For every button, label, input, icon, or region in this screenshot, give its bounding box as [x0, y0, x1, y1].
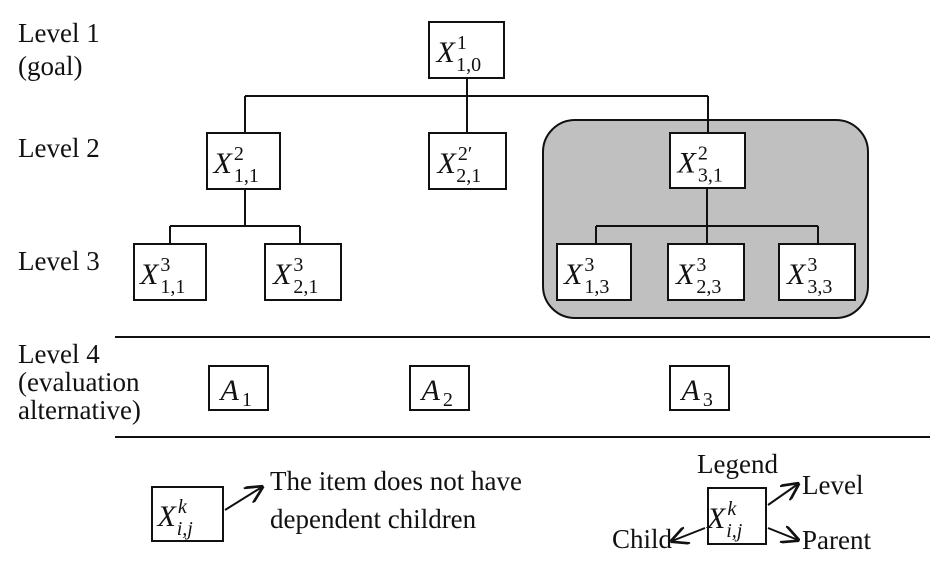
node-box	[133, 243, 207, 301]
arrow-icon	[672, 528, 706, 541]
arrow-icon	[767, 484, 798, 506]
legend-title: Legend	[697, 449, 778, 479]
node-box	[208, 365, 269, 411]
level-label-level3: Level 3	[18, 246, 100, 276]
node-box	[669, 365, 730, 411]
arrow-icon	[767, 528, 798, 540]
node-box	[409, 365, 470, 411]
legend-description: The item does not have	[270, 466, 522, 496]
node-box	[667, 243, 745, 301]
node-box	[428, 132, 507, 190]
legend-parent-label: Parent	[802, 525, 871, 555]
node-box	[428, 21, 505, 79]
node-box	[707, 487, 767, 545]
node-box	[778, 243, 856, 301]
node-box	[669, 132, 746, 189]
legend-level-label: Level	[802, 470, 863, 500]
node-box	[264, 243, 342, 301]
node-box	[556, 243, 632, 301]
legend-child-label: Child	[612, 524, 673, 554]
arrow-icon	[224, 487, 262, 511]
node-box	[151, 486, 224, 542]
level-label-level1: Level 1(goal)	[18, 18, 100, 81]
level-label-level2: Level 2	[18, 133, 100, 163]
legend-description: dependent children	[270, 504, 477, 534]
node-box	[206, 132, 281, 190]
